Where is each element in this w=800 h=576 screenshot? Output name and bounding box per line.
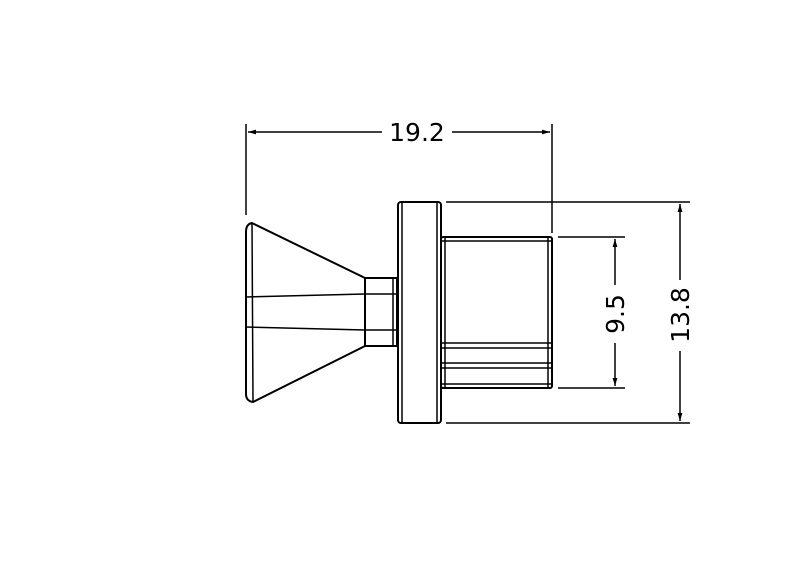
cone-knob xyxy=(245,221,366,404)
body xyxy=(440,236,553,389)
dimension-flange-diameter: 13.8 xyxy=(666,287,695,343)
dimension-body-diameter: 9.5 xyxy=(601,294,630,334)
dimension-overall-length: 19.2 xyxy=(389,118,445,147)
flange xyxy=(397,201,442,424)
neck xyxy=(364,277,398,347)
